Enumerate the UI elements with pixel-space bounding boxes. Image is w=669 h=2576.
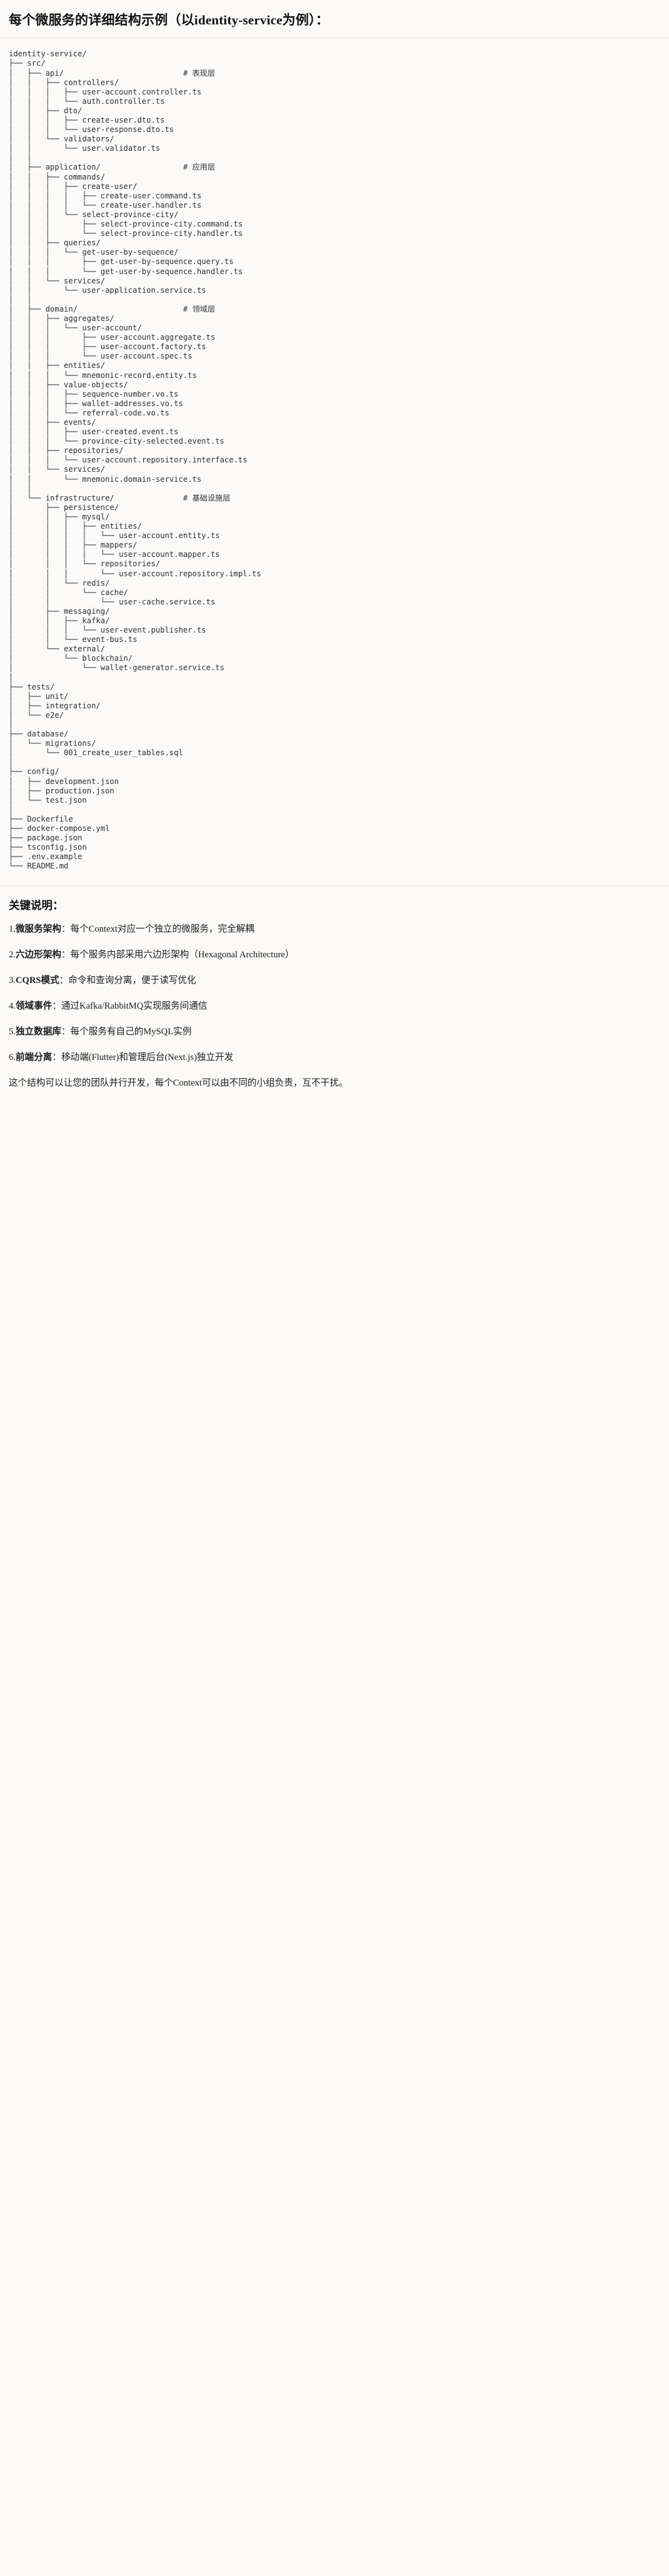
key-note-description: 每个服务内部采用六边形架构（Hexagonal Architecture） <box>70 950 294 960</box>
closing-paragraph: 这个结构可以让您的团队并行开发，每个Context可以由不同的小组负责，互不干扰… <box>9 1078 348 1089</box>
key-note-item: 5.独立数据库：每个服务有自己的MySQL实例 <box>9 1026 660 1039</box>
key-note-index: 6. <box>9 1052 16 1062</box>
key-note-separator: ： <box>61 1026 71 1037</box>
page-title: 每个微服务的详细结构示例（以identity-service为例）： <box>9 13 329 28</box>
key-note-item: 3.CQRS模式：命令和查询分离，便于读写优化 <box>9 974 660 988</box>
key-notes-list: 1.微服务架构：每个Context对应一个独立的微服务，完全解耦 2.六边形架构… <box>9 923 660 1064</box>
key-note-term: 前端分离 <box>15 1052 53 1062</box>
key-note-separator: ： <box>59 975 69 985</box>
key-note-term: 六边形架构 <box>15 950 61 960</box>
key-note-item: 4.领域事件：通过Kafka/RabbitMQ实现服务间通信 <box>9 1000 660 1014</box>
key-note-item: 6.前端分离：移动端(Flutter)和管理后台(Next.js)独立开发 <box>9 1051 660 1065</box>
key-note-index: 4. <box>9 1000 16 1011</box>
key-note-description: 通过Kafka/RabbitMQ实现服务间通信 <box>61 1000 208 1011</box>
key-note-description: 每个Context对应一个独立的微服务，完全解耦 <box>70 924 254 935</box>
directory-tree: identity-service/ ├── src/ │ ├── api/ # … <box>9 49 261 871</box>
key-note-separator: ： <box>61 924 71 935</box>
key-note-separator: ： <box>61 950 71 960</box>
key-note-term: 独立数据库 <box>15 1026 61 1037</box>
key-note-index: 5. <box>9 1026 16 1037</box>
directory-tree-section: identity-service/ ├── src/ │ ├── api/ # … <box>0 38 669 886</box>
key-note-description: 每个服务有自己的MySQL实例 <box>70 1026 192 1037</box>
key-note-term: CQRS模式 <box>15 975 59 985</box>
key-note-description: 移动端(Flutter)和管理后台(Next.js)独立开发 <box>61 1052 234 1062</box>
title-section: 每个微服务的详细结构示例（以identity-service为例）： <box>0 0 669 39</box>
key-note-index: 2. <box>9 950 16 960</box>
key-note-separator: ： <box>52 1000 61 1011</box>
key-note-term: 领域事件 <box>15 1000 53 1011</box>
key-note-index: 1. <box>9 924 16 935</box>
key-notes-heading: 关键说明： <box>9 899 64 912</box>
key-note-term: 微服务架构 <box>15 924 61 935</box>
key-note-separator: ： <box>52 1052 61 1062</box>
key-notes-section: 关键说明： 1.微服务架构：每个Context对应一个独立的微服务，完全解耦 2… <box>0 885 669 1107</box>
key-note-index: 3. <box>9 975 16 985</box>
key-note-item: 1.微服务架构：每个Context对应一个独立的微服务，完全解耦 <box>9 923 660 937</box>
key-note-description: 命令和查询分离，便于读写优化 <box>68 975 196 985</box>
key-note-item: 2.六边形架构：每个服务内部采用六边形架构（Hexagonal Architec… <box>9 949 660 962</box>
